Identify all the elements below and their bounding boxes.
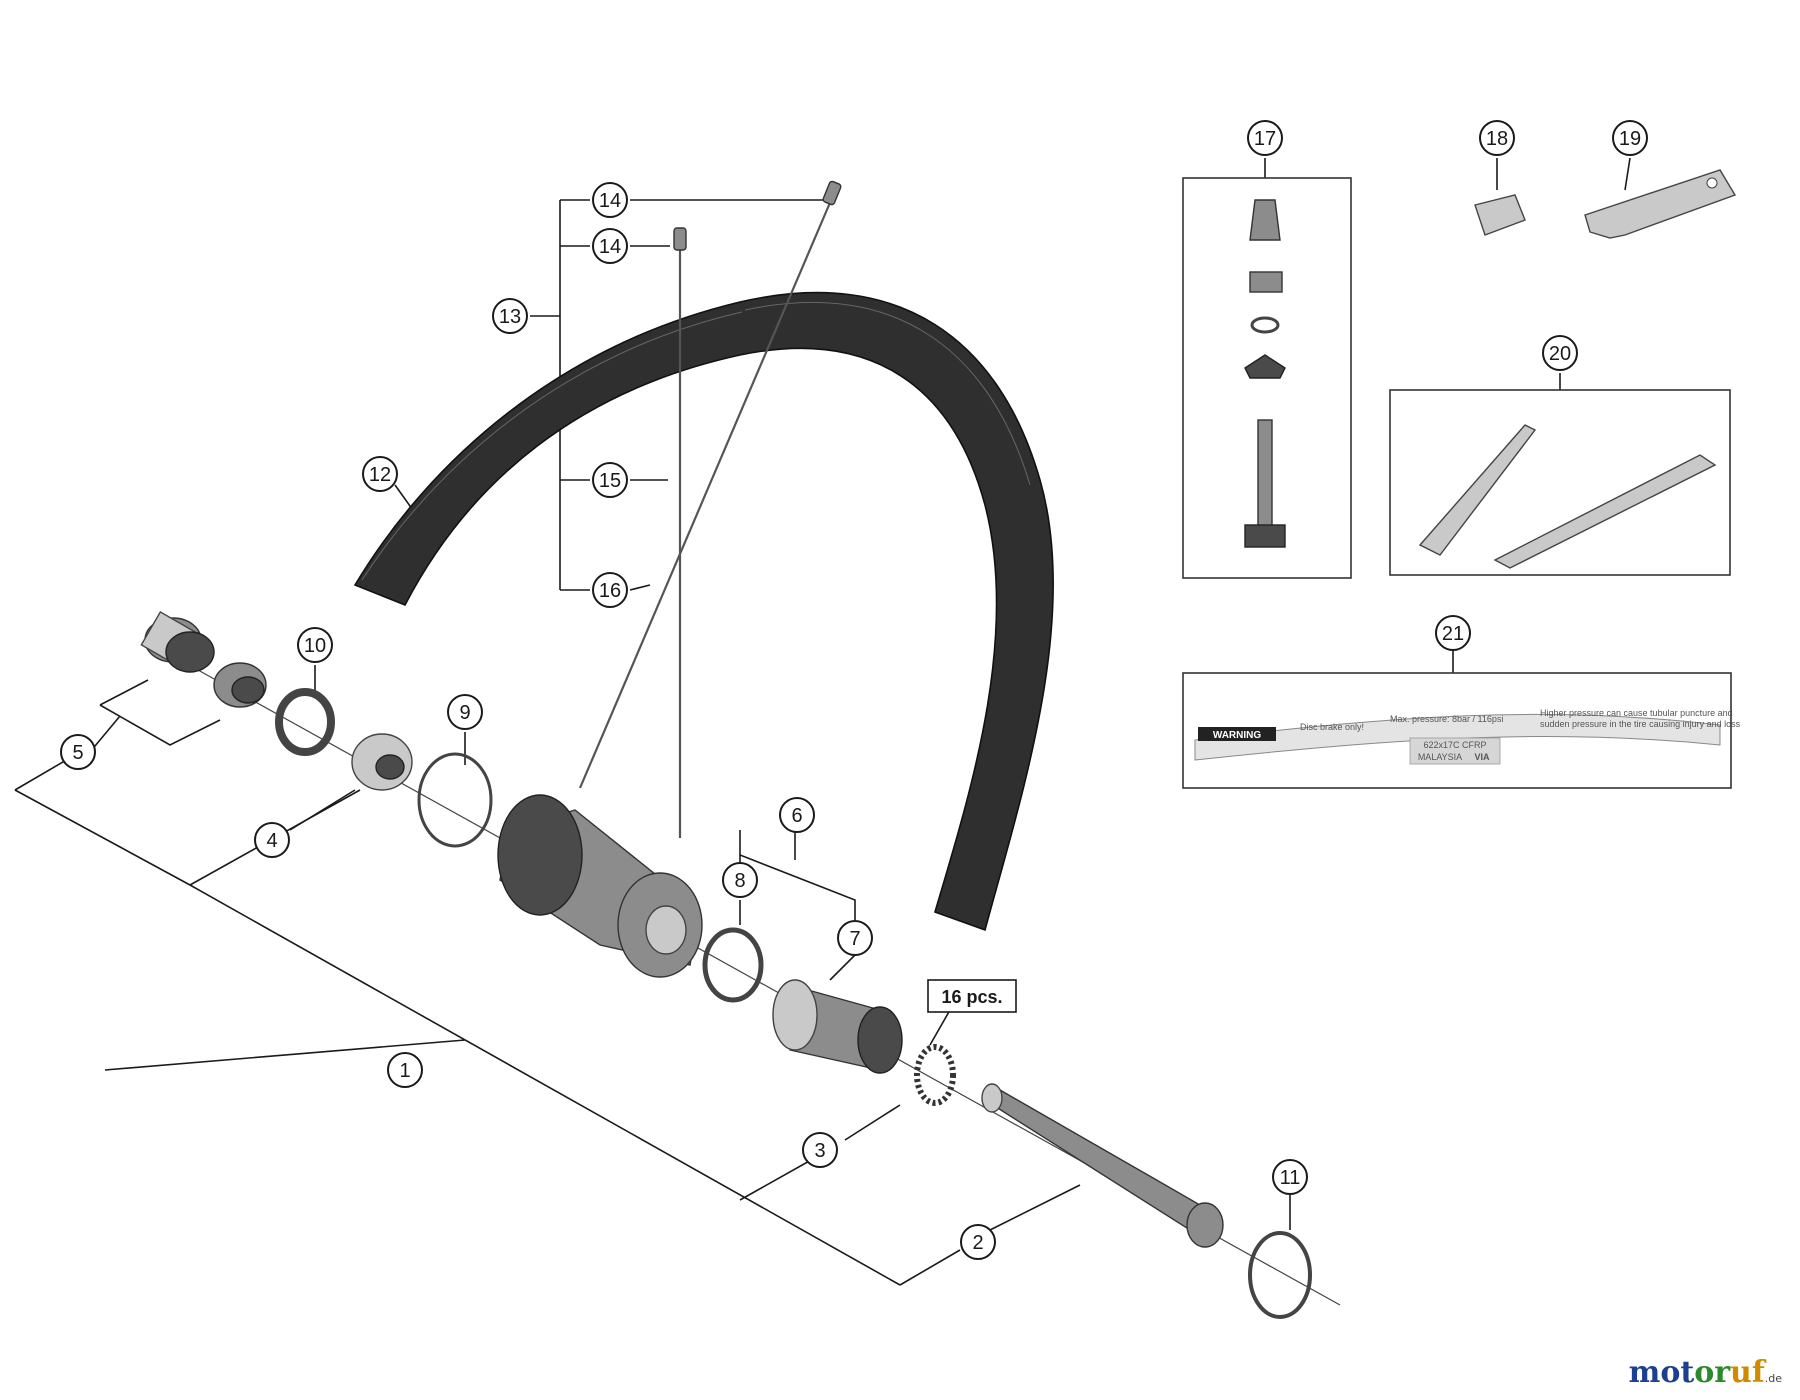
- callout-15: 15: [592, 462, 628, 498]
- decal-size: 622x17C CFRP: [1423, 740, 1486, 750]
- callout-circle: [1247, 120, 1283, 156]
- callout-21: 21: [1435, 615, 1471, 651]
- callout-3: 3: [802, 1132, 838, 1168]
- callout-19: 19: [1612, 120, 1648, 156]
- callout-circle: [960, 1224, 996, 1260]
- callout-14: 14: [592, 228, 628, 264]
- callout-number: 17: [1254, 128, 1276, 150]
- o-ring: [1248, 1231, 1312, 1319]
- callout-circle: [387, 1052, 423, 1088]
- watermark-part2: or: [1694, 1355, 1731, 1390]
- callout-17: 17: [1247, 120, 1283, 156]
- callout-circle: [592, 572, 628, 608]
- callout-13: 13: [492, 298, 528, 334]
- callout-circle: [1479, 120, 1515, 156]
- callout-number: 5: [72, 742, 83, 764]
- watermark-suffix: .de: [1764, 1372, 1782, 1385]
- callout-number: 19: [1619, 128, 1641, 150]
- callout-8: 8: [722, 862, 758, 898]
- decal-line1: Disc brake only!: [1300, 722, 1364, 732]
- balls-quantity-label: 16 pcs.: [927, 979, 1017, 1013]
- hub-body: [497, 794, 703, 978]
- callout-14: 14: [592, 182, 628, 218]
- callout-circle: [492, 298, 528, 334]
- callout-10: 10: [297, 627, 333, 663]
- callout-circle: [254, 822, 290, 858]
- callout-4: 4: [254, 822, 290, 858]
- warning-label-bg: [1198, 727, 1276, 741]
- pcs-label: 16 pcs.: [941, 987, 1002, 1007]
- callout-number: 7: [849, 928, 860, 950]
- callout-number: 8: [734, 870, 745, 892]
- callout-18: 18: [1479, 120, 1515, 156]
- callout-11: 11: [1272, 1159, 1308, 1195]
- callout-circle: [779, 797, 815, 833]
- callout-circle: [592, 462, 628, 498]
- spoke-nut-part: [1474, 194, 1526, 236]
- callout-number: 16: [599, 580, 621, 602]
- callout-circle: [837, 920, 873, 956]
- callout-16: 16: [592, 572, 628, 608]
- callout-number: 13: [499, 306, 521, 328]
- callout-number: 15: [599, 470, 621, 492]
- callout-circle: [1542, 335, 1578, 371]
- callout-number: 3: [814, 1140, 825, 1162]
- callout-9: 9: [447, 694, 483, 730]
- decal-brand: VIA: [1474, 752, 1490, 762]
- hub-left-components: [140, 610, 493, 848]
- callout-number: 4: [266, 830, 277, 852]
- callout-number: 6: [791, 805, 802, 827]
- callout-circle: [722, 862, 758, 898]
- spokes: [578, 180, 842, 838]
- watermark-logo: motoruf.de: [1629, 1355, 1782, 1390]
- decal-warning: WARNING: [1213, 730, 1262, 741]
- callout-circle: [802, 1132, 838, 1168]
- callout-number: 12: [369, 464, 391, 486]
- callout-number: 21: [1442, 623, 1464, 645]
- callout-number: 2: [972, 1232, 983, 1254]
- callout-20: 20: [1542, 335, 1578, 371]
- axle: [981, 1083, 1224, 1248]
- watermark-part1: mot: [1628, 1355, 1695, 1390]
- callout-circle: [1272, 1159, 1308, 1195]
- callout-6: 6: [779, 797, 815, 833]
- decal-small2: sudden pressure in the tire causing inju…: [1540, 719, 1741, 729]
- callout-number: 1: [399, 1060, 410, 1082]
- decal-small1: Higher pressure can cause tubular punctu…: [1540, 708, 1733, 718]
- callout-number: 9: [459, 702, 470, 724]
- callout-circle: [447, 694, 483, 730]
- callout-number: 18: [1486, 128, 1508, 150]
- callout-number: 10: [304, 635, 326, 657]
- rim: [353, 291, 1055, 932]
- freehub-components: [702, 927, 956, 1106]
- callout-circle: [60, 734, 96, 770]
- callout-circle: [592, 228, 628, 264]
- decal-line2: Max. pressure: 8bar / 116psi: [1390, 714, 1503, 724]
- callout-5: 5: [60, 734, 96, 770]
- callout-circle: [1612, 120, 1648, 156]
- callout-12: 12: [362, 456, 398, 492]
- rim-tape-box: [1389, 389, 1731, 576]
- decal-origin: MALAYSIA: [1418, 752, 1462, 762]
- watermark-part3: uf: [1730, 1355, 1765, 1390]
- spoke-wrench-part: [1584, 169, 1737, 239]
- assembly-brackets: [14, 157, 1631, 1286]
- callout-number: 14: [599, 236, 621, 258]
- callout-2: 2: [960, 1224, 996, 1260]
- valve-parts-box: [1182, 177, 1352, 579]
- callout-circle: [1435, 615, 1471, 651]
- callout-circle: [297, 627, 333, 663]
- callout-circle: [592, 182, 628, 218]
- callout-number: 14: [599, 190, 621, 212]
- callout-7: 7: [837, 920, 873, 956]
- callout-number: 20: [1549, 343, 1571, 365]
- rim-decal-box: WARNING Disc brake only! Max. pressure: …: [1182, 672, 1741, 789]
- callout-number: 11: [1280, 1167, 1301, 1189]
- callout-circle: [362, 456, 398, 492]
- callout-1: 1: [387, 1052, 423, 1088]
